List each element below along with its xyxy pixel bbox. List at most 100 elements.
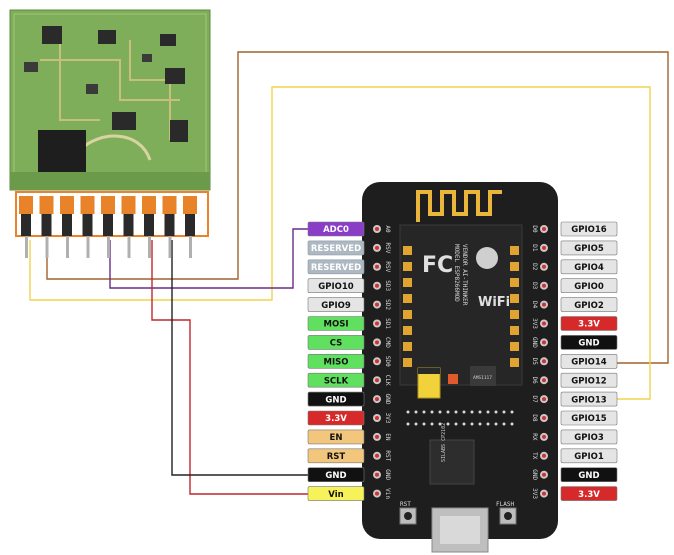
header-pin — [45, 236, 49, 258]
silk-left-label: SD0 — [384, 356, 391, 367]
header-pin-body — [144, 214, 154, 236]
right-pin-label: GPIO5 — [574, 244, 604, 254]
right-pin-label: GPIO15 — [571, 414, 607, 424]
module-pad — [403, 326, 412, 335]
left-pin-dot — [375, 245, 379, 250]
via-dot — [446, 422, 450, 426]
left-pin-dot — [375, 416, 379, 420]
silk-right-label: RX — [531, 433, 538, 441]
silk-left-label: SD3 — [384, 280, 391, 291]
right-pin-label-box — [560, 353, 618, 369]
left-pin-dot — [375, 340, 379, 345]
header-pin-base — [142, 196, 156, 214]
right-pin-labels: GPIO16GPIO5GPIO4GPIO0GPIO23.3VGNDGPIO14G… — [560, 221, 618, 501]
left-pin-dot — [375, 264, 379, 269]
left-pin-label: Vin — [328, 490, 343, 500]
header-pin-body — [82, 214, 93, 236]
left-pin-label-box — [307, 353, 365, 369]
left-pin-label: SCLK — [324, 376, 349, 386]
silk-left-label: EN — [384, 433, 391, 441]
rst-label: RST — [400, 501, 411, 508]
module-pad — [510, 294, 519, 303]
right-pin-label-box — [560, 335, 618, 350]
module-logo-icon — [476, 247, 498, 269]
right-pin-label-box — [560, 429, 618, 445]
right-pin-label: GND — [578, 339, 599, 349]
right-pin-label-box — [560, 410, 618, 426]
regulator-chip — [470, 366, 496, 386]
header-pin-body — [164, 214, 175, 236]
silk-left-label: RSV — [384, 261, 391, 272]
module-pad — [403, 342, 412, 351]
silk-left-label: RSV — [384, 242, 391, 253]
right-pin-dot — [542, 245, 546, 250]
right-pin-dot — [542, 453, 546, 458]
header-pin-body — [123, 214, 134, 236]
header-pin-base — [183, 196, 197, 214]
module-pad — [403, 278, 412, 287]
module-pad — [510, 262, 519, 271]
right-pin-dot — [542, 491, 546, 496]
sensor-module — [9, 9, 211, 191]
via-dot — [470, 410, 474, 414]
via-dot — [462, 410, 466, 414]
via-dot — [486, 422, 490, 426]
right-pin-label-box — [560, 297, 618, 312]
header-pin — [148, 236, 151, 258]
header-pin — [127, 236, 131, 258]
left-pin-label-box — [307, 410, 365, 426]
via-dot — [478, 422, 482, 426]
module-vendor-text: VENDOR AI-THINKER — [461, 244, 468, 306]
header-pin — [189, 236, 192, 258]
via-dot — [494, 410, 498, 414]
via-dot — [422, 422, 426, 426]
right-pin-label-box — [560, 391, 618, 407]
via-dot — [510, 422, 514, 426]
via-dot — [406, 422, 410, 426]
via-dot — [414, 410, 418, 414]
wifi-mark: WiFi — [478, 295, 510, 310]
via-dot — [406, 410, 410, 414]
header-pin-base — [162, 196, 177, 214]
left-pin-label-box — [307, 278, 365, 294]
via-dot — [454, 422, 458, 426]
right-pin-label: GPIO3 — [574, 433, 604, 443]
header-pin-base — [80, 196, 95, 214]
esp8266-module — [399, 224, 523, 386]
via-dot — [462, 422, 466, 426]
left-pin-label: 3.3V — [325, 414, 347, 424]
left-pin-label: GPIO10 — [318, 282, 354, 292]
left-pin-label: MISO — [324, 358, 349, 368]
sensor-main-chip — [38, 130, 86, 172]
silk-right-label: D5 — [531, 358, 538, 366]
module-pad — [403, 294, 412, 303]
right-pin-label-box — [560, 448, 618, 464]
right-pin-label: GND — [578, 471, 599, 481]
silk-right-label: D1 — [531, 244, 538, 252]
header-pin — [86, 236, 90, 258]
left-pin-label-box — [307, 372, 365, 388]
module-pad — [510, 278, 519, 287]
wire-brown — [46, 51, 669, 364]
nodemcu-board: FC WiFi MODEL ESP8266MOD VENDOR AI-THINK… — [362, 182, 558, 553]
right-pin-label: GPIO13 — [571, 395, 607, 405]
via-dot — [486, 410, 490, 414]
left-pin-label: CS — [330, 339, 343, 349]
right-pin-label-box — [560, 467, 618, 483]
left-pin-label-box — [307, 221, 365, 237]
via-dot — [502, 410, 506, 414]
via-dot — [478, 410, 482, 414]
module-model-text: MODEL ESP8266MOD — [453, 244, 460, 302]
module-pads — [403, 246, 519, 367]
right-pin-label: 3.3V — [578, 320, 600, 330]
left-pin-labels: ADC0RESERVEDRESERVEDGPIO10GPIO9MOSICSMIS… — [307, 221, 365, 501]
left-pin-label-box — [307, 448, 365, 464]
right-pin-label-box — [560, 259, 618, 275]
via-dot — [494, 422, 498, 426]
left-pin-label-box — [307, 335, 365, 350]
right-pin-label: GPIO12 — [571, 376, 607, 386]
header-pin-body — [185, 214, 195, 236]
silk-right-label: D3 — [531, 282, 538, 290]
